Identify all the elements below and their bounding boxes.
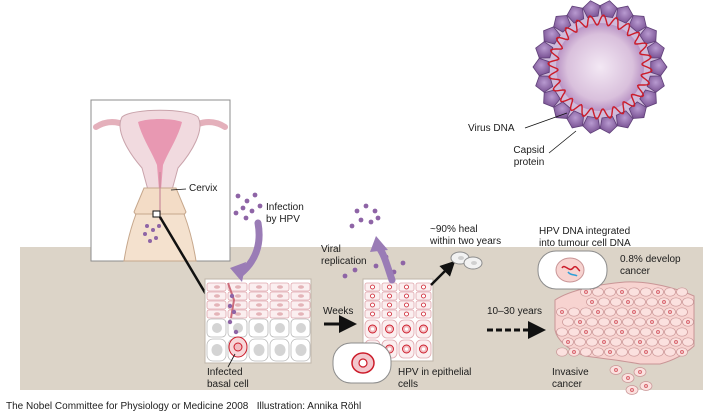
viral-replication-label-line1: Viral — [321, 244, 341, 255]
tissue-infection — [204, 278, 312, 364]
viral-replication-label-line2: replication — [321, 256, 367, 267]
heal-label-line1: ~90% heal — [430, 224, 478, 235]
years-label: 10–30 years — [487, 306, 543, 317]
epithelial-cell-callout — [332, 342, 392, 384]
integrated-label-line1: HPV DNA integrated — [539, 226, 631, 237]
replication-arrow — [370, 236, 396, 284]
integrated-dna-callout — [537, 250, 608, 290]
cervix-inset — [90, 99, 231, 262]
footer-illustration: Illustration: Annika Röhl — [256, 401, 362, 412]
develop-cancer-label-line2: cancer — [620, 266, 651, 277]
invasive-cancer-label-line1: Invasive — [552, 367, 589, 378]
infection-label-line1: Infection — [266, 202, 304, 213]
infection-arrow — [230, 219, 263, 282]
infected-basal-cell-label-line2: basal cell — [207, 379, 249, 390]
cervix-label: Cervix — [189, 183, 218, 194]
invasive-cancer-label-line2: cancer — [552, 379, 583, 390]
healed-cells — [450, 251, 483, 270]
capsid-label-line1: Capsid — [513, 145, 545, 156]
weeks-label: Weeks — [323, 306, 354, 317]
footer-credit: The Nobel Committee for Physiology or Me… — [6, 401, 249, 412]
virus-dna-label: Virus DNA — [468, 123, 515, 134]
hpv-virion — [532, 0, 668, 134]
develop-cancer-label-line1: 0.8% develop — [620, 254, 681, 265]
hpv-particles-infection — [233, 192, 263, 221]
heal-arrow — [430, 260, 456, 286]
tissue-invasive-cancer — [554, 281, 695, 395]
heal-label-line2: within two years — [430, 236, 502, 247]
hpv-particles-replication — [349, 203, 381, 229]
capsid-pointer — [548, 130, 577, 154]
infection-label-line2: by HPV — [266, 214, 300, 225]
virus-dna-pointer — [524, 112, 568, 129]
zoom-connector — [158, 216, 209, 297]
hpv-epithelial-label-line1: HPV in epithelial — [398, 367, 472, 378]
integrated-label-line2: into tumour cell DNA — [539, 238, 631, 249]
infected-cell-pointer — [227, 353, 236, 368]
capsid-label-line2: protein — [513, 157, 545, 168]
footer: The Nobel Committee for Physiology or Me… — [6, 401, 361, 412]
infected-basal-cell-label-line1: Infected — [207, 367, 243, 378]
hpv-epithelial-label-line2: cells — [398, 379, 419, 390]
